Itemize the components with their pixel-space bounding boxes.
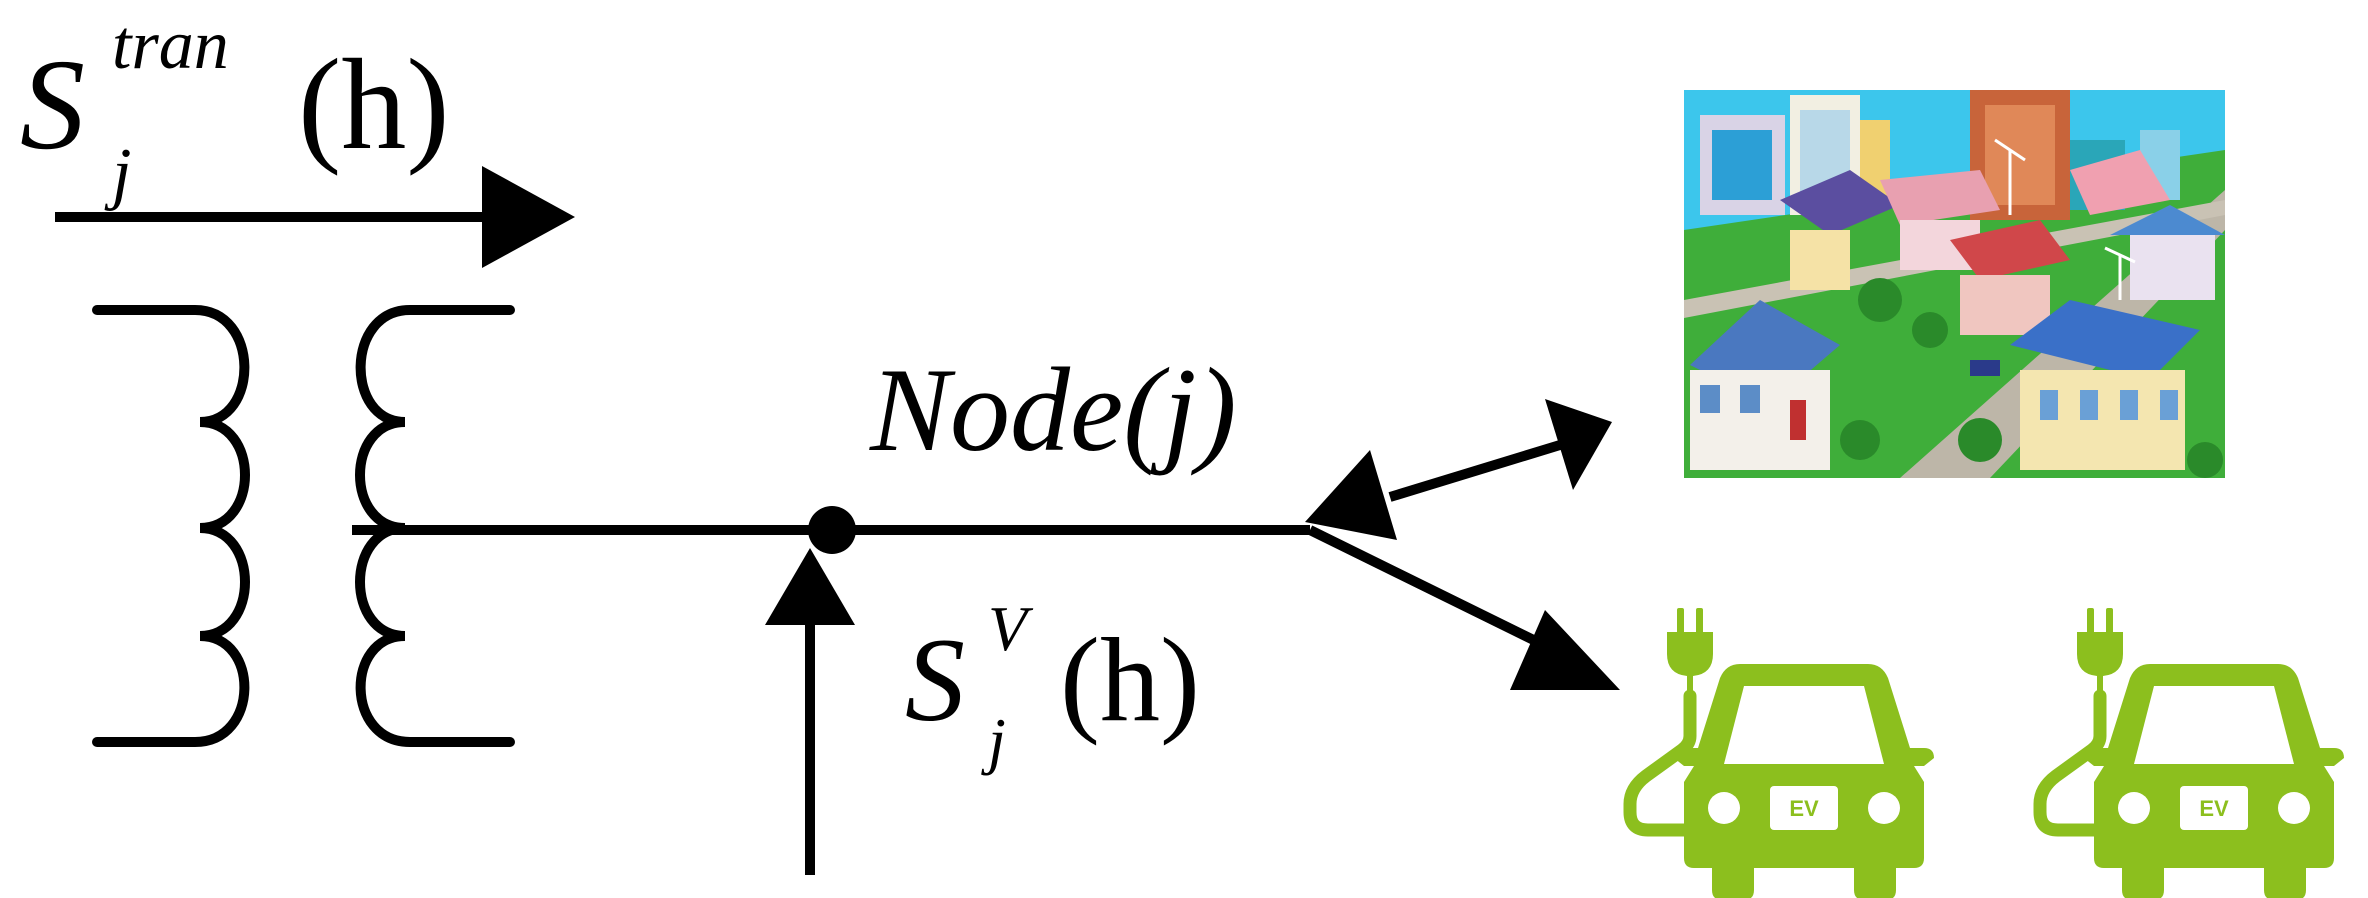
transformer-flow-superscript: tran <box>112 7 229 84</box>
transformer-flow-arrow <box>55 166 575 268</box>
node-dot <box>808 506 856 554</box>
ev-charging-car-icon-1: EV <box>1623 608 1934 898</box>
city-illustration-icon <box>1684 90 2225 478</box>
ev-badge-label: EV <box>2199 796 2229 821</box>
city-exchange-arrow <box>1305 399 1612 540</box>
injection-flow-subscript: j <box>981 705 1006 776</box>
ev-badge-label: EV <box>1789 796 1819 821</box>
ev-charging-car-icon-2: EV <box>2033 608 2344 898</box>
transformer-flow-label: S tran j (h) <box>20 7 450 212</box>
injection-flow-label: S V j (h) <box>905 593 1200 776</box>
ev-supply-arrow <box>1307 525 1620 690</box>
injection-flow-arrow <box>765 548 855 875</box>
node-label: Node(j) <box>869 343 1237 476</box>
injection-flow-symbol: S <box>905 613 965 746</box>
injection-flow-argument: (h) <box>1060 613 1200 746</box>
transformer-flow-argument: (h) <box>298 33 450 177</box>
transformer-flow-symbol: S <box>20 33 85 177</box>
transformer-flow-subscript: j <box>104 135 131 212</box>
injection-flow-superscript: V <box>988 593 1034 664</box>
transformer-primary-winding <box>92 305 250 747</box>
